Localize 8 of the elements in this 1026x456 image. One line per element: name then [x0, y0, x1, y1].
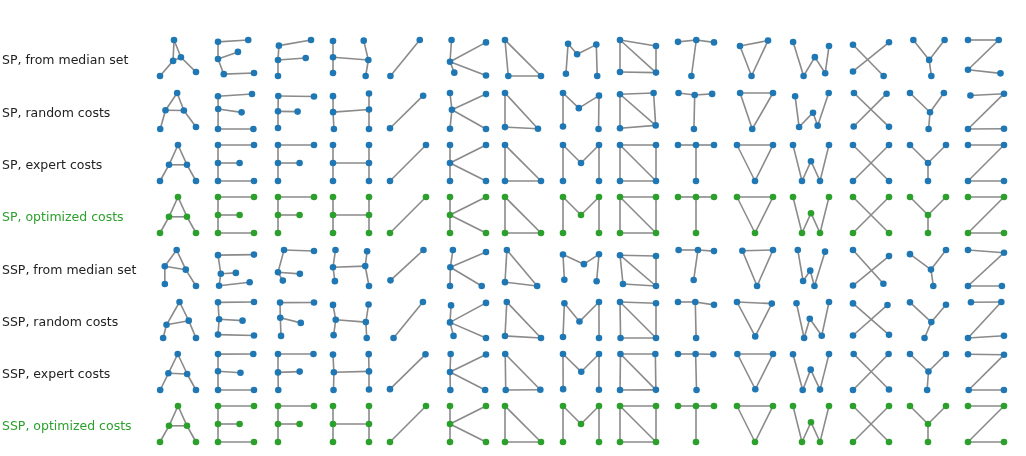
row-label: SP, random costs [2, 105, 111, 121]
row-label: SP, expert costs [2, 157, 103, 173]
row-label: SSP, expert costs [2, 366, 111, 382]
row-label: SSP, optimized costs [2, 418, 132, 434]
row-label: SP, from median set [2, 52, 129, 68]
row-label: SSP, random costs [2, 314, 119, 330]
row-label: SSP, from median set [2, 262, 137, 278]
row-label: SP, optimized costs [2, 209, 124, 225]
